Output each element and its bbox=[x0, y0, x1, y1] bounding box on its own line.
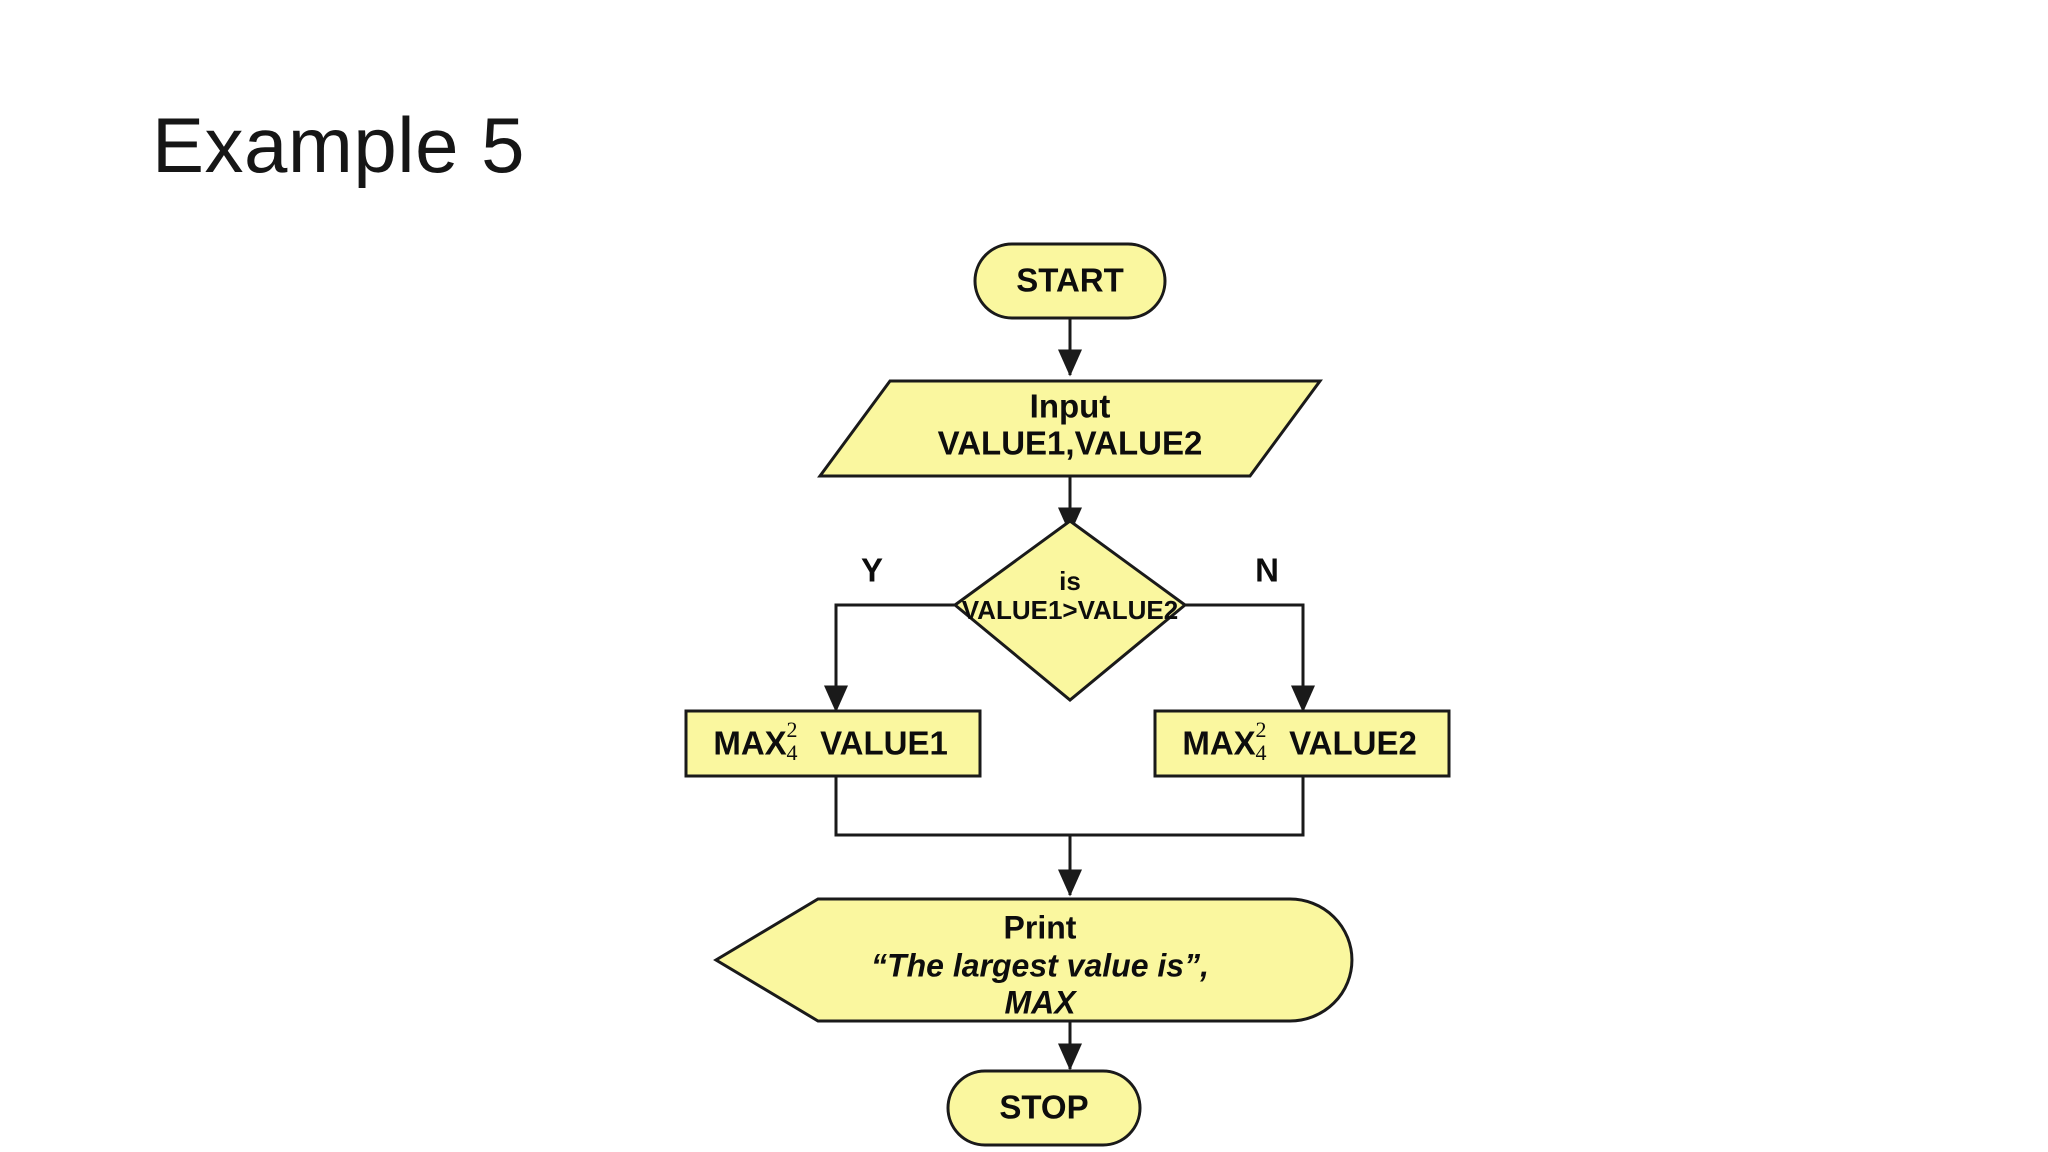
input-parallelogram-shape bbox=[817, 379, 1323, 478]
assign-left-box-shape bbox=[684, 709, 982, 778]
input-label-line1: Input bbox=[1030, 388, 1111, 425]
node-assign-left[interactable]: MAX 2 4 VALUE1 bbox=[684, 709, 982, 778]
node-print[interactable]: Print “The largest value is”, MAX bbox=[713, 897, 1354, 1023]
assign-left-lhs: MAX bbox=[713, 725, 786, 762]
input-label-line2: VALUE1,VALUE2 bbox=[938, 425, 1203, 462]
node-input[interactable]: Input VALUE1,VALUE2 bbox=[817, 379, 1323, 478]
stop-label: STOP bbox=[999, 1089, 1088, 1126]
node-stop[interactable]: STOP bbox=[946, 1069, 1142, 1147]
decision-diamond-shape bbox=[952, 519, 1188, 702]
connector-yes-branch bbox=[824, 603, 955, 713]
assign-left-denominator: 4 bbox=[787, 740, 798, 765]
start-terminator-shape bbox=[973, 242, 1167, 320]
assign-right-denominator: 4 bbox=[1256, 740, 1267, 765]
node-decision[interactable]: is VALUE1>VALUE2 bbox=[952, 519, 1188, 702]
assign-left-rhs: VALUE1 bbox=[820, 725, 948, 762]
node-assign-right[interactable]: MAX 2 4 VALUE2 bbox=[1153, 709, 1451, 778]
branch-label-yes: Y bbox=[861, 552, 883, 589]
connector-right-process-to-merge bbox=[1070, 776, 1305, 837]
assign-right-box-shape bbox=[1153, 709, 1451, 778]
assign-right-lhs: MAX bbox=[1182, 725, 1255, 762]
connector-left-process-to-merge bbox=[834, 776, 1070, 837]
connector-no-branch bbox=[1185, 603, 1315, 713]
print-label-line2: “The largest value is”, bbox=[871, 947, 1209, 983]
page-title: Example 5 bbox=[152, 101, 526, 189]
assign-left-numerator: 2 bbox=[787, 717, 798, 742]
decision-label-line2: VALUE1>VALUE2 bbox=[962, 595, 1178, 625]
branch-label-no: N bbox=[1255, 552, 1279, 589]
print-label-line1: Print bbox=[1004, 909, 1077, 945]
assign-right-rhs: VALUE2 bbox=[1289, 725, 1417, 762]
decision-label-line1: is bbox=[1059, 566, 1081, 596]
assign-right-numerator: 2 bbox=[1256, 717, 1267, 742]
node-start[interactable]: START bbox=[973, 242, 1167, 320]
print-label-line3: MAX bbox=[1004, 984, 1077, 1020]
start-label: START bbox=[1016, 262, 1124, 299]
print-display-shape bbox=[713, 897, 1354, 1023]
stop-terminator-shape bbox=[946, 1069, 1142, 1147]
